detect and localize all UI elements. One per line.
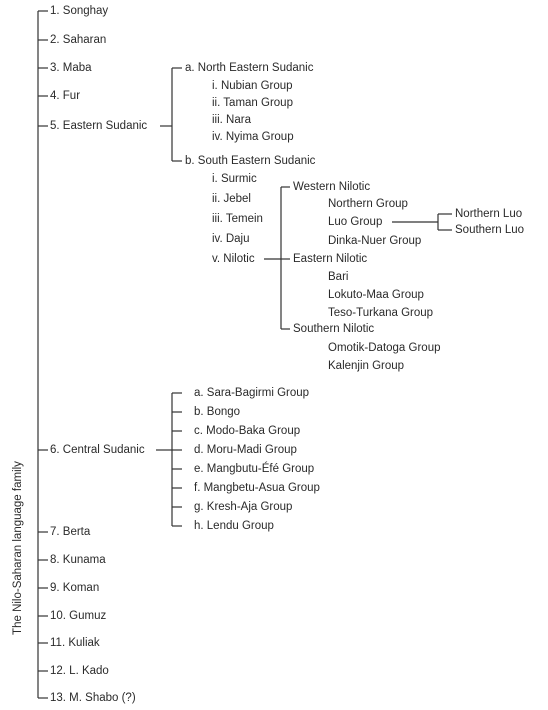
family-eastern-sudanic: 5. Eastern Sudanic <box>50 120 148 132</box>
luo-northern: Northern Luo <box>455 208 523 220</box>
family-kunama: 8. Kunama <box>50 554 106 566</box>
family-gumuz: 10. Gumuz <box>50 610 107 622</box>
item-nara: iii. Nara <box>212 114 251 126</box>
western-luo-group: Luo Group <box>328 216 383 228</box>
family-saharan: 2. Saharan <box>50 34 107 46</box>
item-temein: iii. Temein <box>212 213 263 225</box>
central-bongo: b. Bongo <box>194 406 241 418</box>
family-songhay: 1. Songhay <box>50 5 109 17</box>
central-moru-madi: d. Moru-Madi Group <box>194 444 297 456</box>
family-central-sudanic: 6. Central Sudanic <box>50 444 145 456</box>
item-daju: iv. Daju <box>212 233 250 245</box>
eastern-bari: Bari <box>328 271 349 283</box>
central-sara-bagirmi: a. Sara-Bagirmi Group <box>194 387 310 399</box>
family-berta: 7. Berta <box>50 526 91 538</box>
central-kresh-aja: g. Kresh-Aja Group <box>194 501 293 513</box>
central-mangbutu-efe: e. Mangbutu-Éfé Group <box>194 463 315 475</box>
branch-south-eastern-sudanic: b. South Eastern Sudanic <box>185 155 316 167</box>
southern-omotik-datoga: Omotik-Datoga Group <box>328 342 441 354</box>
family-koman: 9. Koman <box>50 582 100 594</box>
item-jebel: ii. Jebel <box>212 193 251 205</box>
nilotic-southern: Southern Nilotic <box>293 323 375 335</box>
family-maba: 3. Maba <box>50 62 92 74</box>
nilotic-eastern: Eastern Nilotic <box>293 253 368 265</box>
family-kuliak: 11. Kuliak <box>50 637 100 649</box>
nilotic-western: Western Nilotic <box>293 181 371 193</box>
central-mangbetu-asua: f. Mangbetu-Asua Group <box>194 482 320 494</box>
item-surmic: i. Surmic <box>212 173 257 185</box>
luo-southern: Southern Luo <box>455 224 525 236</box>
southern-kalenjin: Kalenjin Group <box>328 360 405 372</box>
family-fur: 4. Fur <box>50 90 81 102</box>
family-l-kado: 12. L. Kado <box>50 665 109 677</box>
central-lendu: h. Lendu Group <box>194 520 274 532</box>
western-dinka-nuer-group: Dinka-Nuer Group <box>328 235 422 247</box>
root-label: The Nilo-Saharan language family <box>12 461 24 635</box>
family-m-shabo: 13. M. Shabo (?) <box>50 692 136 704</box>
western-northern-group: Northern Group <box>328 198 408 210</box>
eastern-teso-turkana: Teso-Turkana Group <box>328 307 434 319</box>
item-nilotic: v. Nilotic <box>212 253 255 265</box>
item-nubian: i. Nubian Group <box>212 80 293 92</box>
branch-north-eastern-sudanic: a. North Eastern Sudanic <box>185 62 314 74</box>
item-taman: ii. Taman Group <box>212 97 293 109</box>
eastern-lokuto-maa: Lokuto-Maa Group <box>328 289 424 301</box>
item-nyima: iv. Nyima Group <box>212 131 294 143</box>
central-modo-baka: c. Modo-Baka Group <box>194 425 301 437</box>
